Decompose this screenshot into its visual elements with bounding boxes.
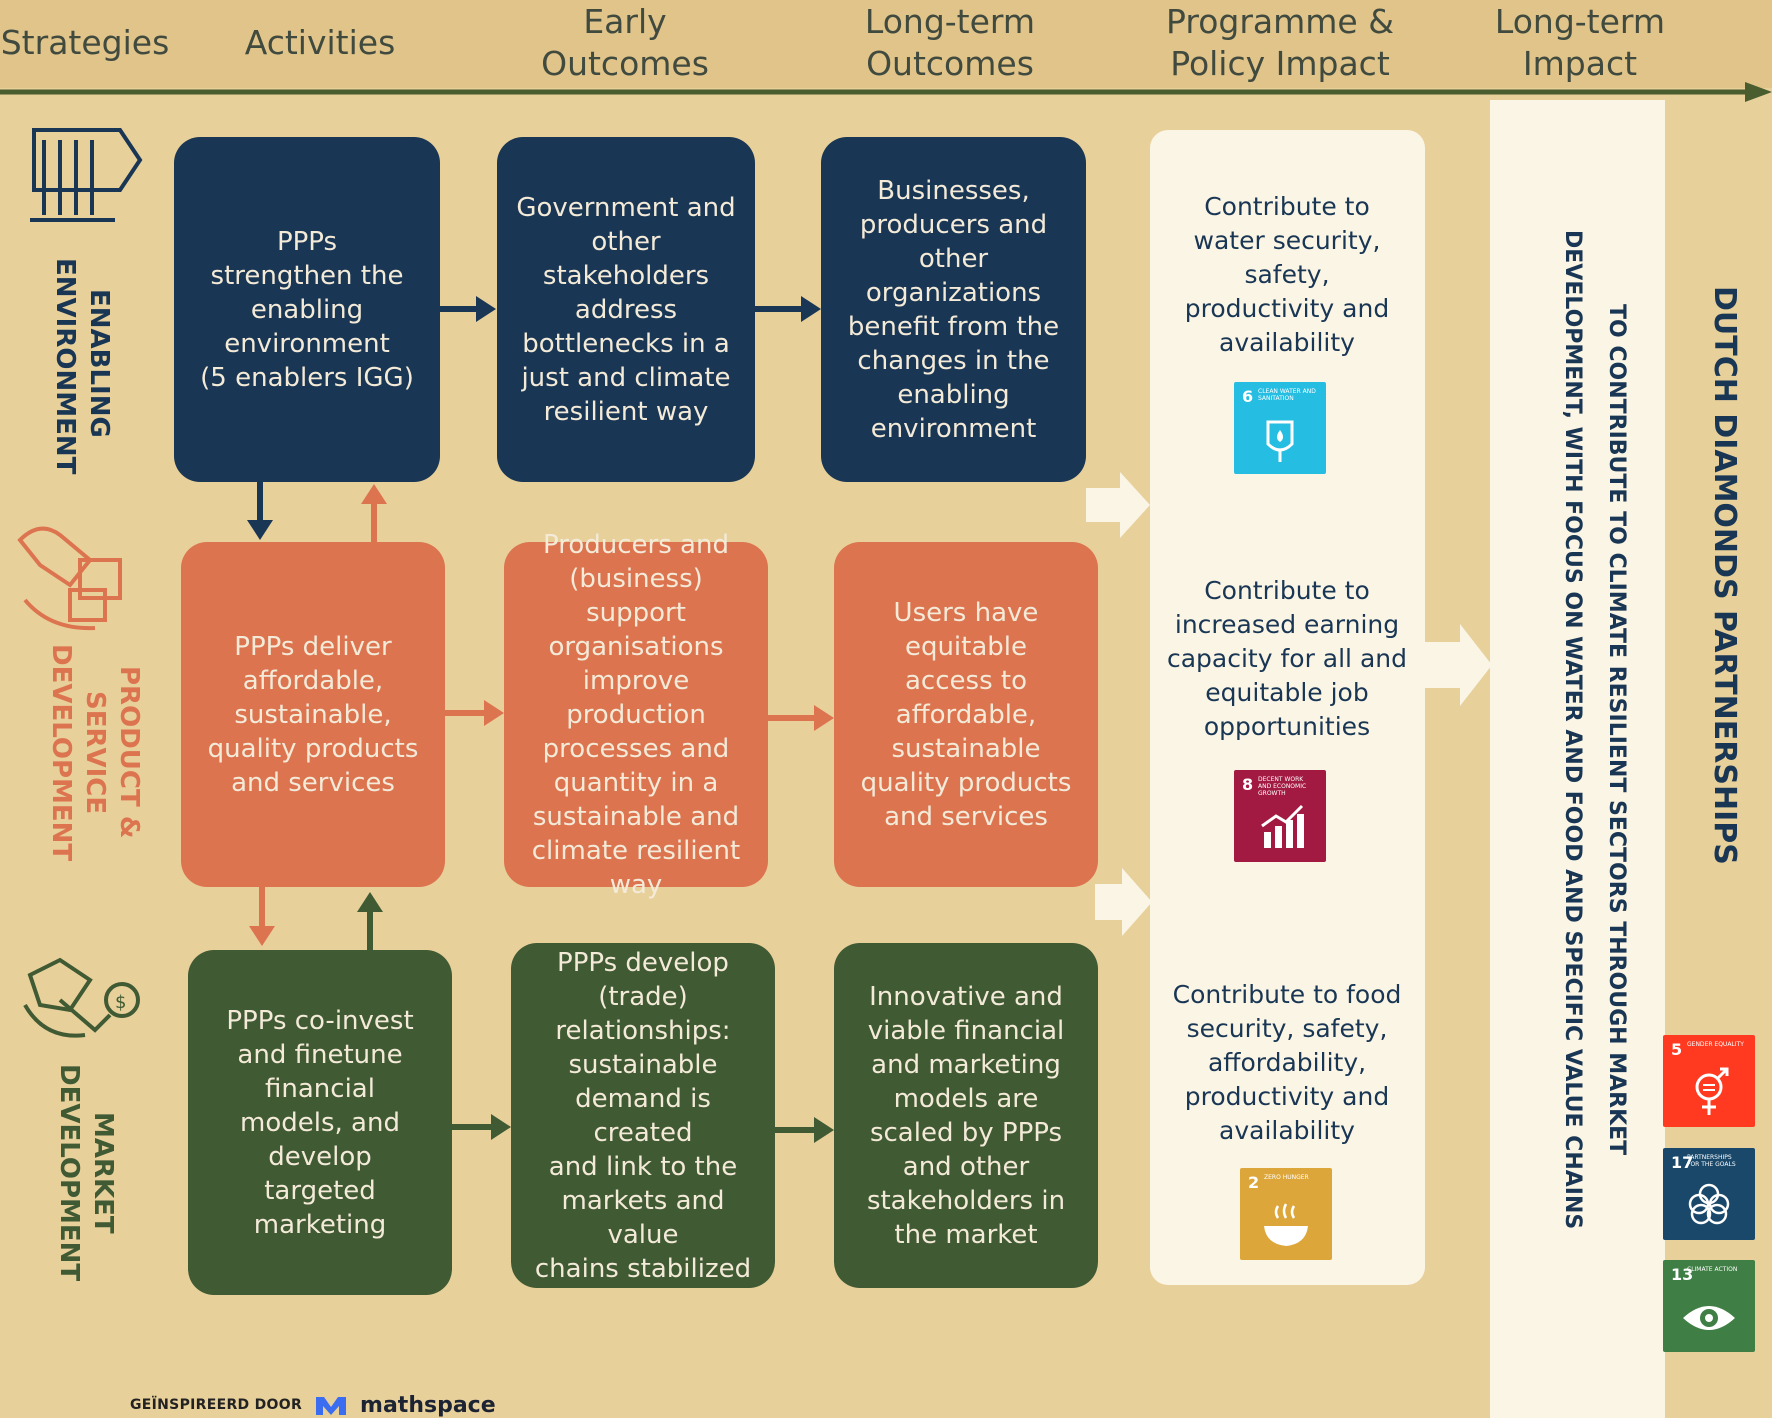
arrow-early-to-longterm-row2 xyxy=(768,705,834,731)
early-outcome-box-enabling: Government and other stakeholders addres… xyxy=(497,137,755,482)
early-outcome-box-market: PPPs develop (trade) relationships: sust… xyxy=(511,943,775,1288)
impact-water-text: Contribute to water security, safety, pr… xyxy=(1184,192,1390,357)
sdg-2-tile: 2 ZERO HUNGER xyxy=(1240,1168,1332,1260)
arrow-enabling-down-to-product xyxy=(247,482,273,540)
arrow-product-down-to-market xyxy=(249,887,275,946)
pillars-icon xyxy=(30,128,143,222)
svg-text:$: $ xyxy=(115,992,126,1013)
footer-prefix: GEÏNSPIREERD DOOR xyxy=(130,1397,303,1413)
activity-box-enabling: PPPs strengthen the enabling environment… xyxy=(174,137,440,482)
arrow-product-up-to-enabling xyxy=(361,484,387,542)
timeline-arrow xyxy=(0,82,1772,102)
sdg-5-tile: 5 GENDER EQUALITY xyxy=(1663,1035,1755,1127)
sdg-5-number: 5 xyxy=(1671,1040,1683,1059)
block-arrow-lower xyxy=(1095,868,1152,936)
longterm-outcome-box-product: Users have equitable access to affordabl… xyxy=(834,542,1098,887)
sdg-17-title: PARTNERSHIPS FOR THE GOALS xyxy=(1687,1154,1736,1168)
longterm-impact-text: TO CONTRIBUTE TO CLIMATE RESILIENT SECTO… xyxy=(1560,230,1629,1230)
sdg-17-tile: 17 PARTNERSHIPS FOR THE GOALS xyxy=(1663,1148,1755,1240)
sdg-8-title: DECENT WORK AND ECONOMIC GROWTH xyxy=(1258,776,1307,797)
block-arrow-to-longterm xyxy=(1425,624,1492,706)
sdg-13-tile: 13 CLIMATE ACTION xyxy=(1663,1260,1755,1352)
arrow-early-to-longterm-row1 xyxy=(755,296,821,322)
arrow-market-up-to-product xyxy=(357,892,383,950)
sdg-5-title: GENDER EQUALITY xyxy=(1687,1041,1744,1048)
food-bowl-icon xyxy=(1264,1203,1308,1246)
header-activities: Activities xyxy=(244,23,396,62)
arrow-activity-to-early-row2 xyxy=(445,700,504,726)
header-band xyxy=(0,0,1772,88)
longterm-impact-strip xyxy=(1490,100,1665,1418)
arrow-early-to-longterm-row3 xyxy=(775,1117,834,1143)
header-longterm-outcomes: Long-term Outcomes xyxy=(864,2,1036,83)
sdg-6-title: CLEAN WATER AND SANITATION xyxy=(1258,388,1316,402)
strategy-enabling-environment: ENABLING ENVIRONMENT xyxy=(50,258,114,475)
handshake-coin-icon: $ xyxy=(23,957,140,1038)
header-strategies: Strategies xyxy=(0,23,170,62)
sdg-2-title: ZERO HUNGER xyxy=(1264,1174,1309,1181)
footer-credit: GEÏNSPIREERD DOOR mathspace xyxy=(130,1390,496,1418)
sdg-8-tile: 8 DECENT WORK AND ECONOMIC GROWTH xyxy=(1234,770,1326,862)
mathspace-logo-icon xyxy=(316,1397,347,1415)
impact-earning-text: Contribute to increased earning capacity… xyxy=(1166,576,1407,741)
arrow-activity-to-early-row3 xyxy=(452,1114,511,1140)
longterm-outcome-box-market: Innovative and viable financial and mark… xyxy=(834,943,1098,1288)
gender-icon xyxy=(1695,1067,1729,1115)
sdg-8-number: 8 xyxy=(1242,775,1254,794)
sdg-2-number: 2 xyxy=(1248,1173,1260,1192)
header-programme-impact: Programme & Policy Impact xyxy=(1166,2,1394,83)
eye-earth-icon xyxy=(1683,1306,1735,1330)
activity-box-market: PPPs co-invest and finetune financial mo… xyxy=(188,950,452,1295)
sdg-6-tile: 6 CLEAN WATER AND SANITATION xyxy=(1234,382,1326,474)
strategy-product-service-development: PRODUCT & SERVICE DEVELOPMENT xyxy=(46,643,144,862)
programme-impact-panel xyxy=(1150,130,1425,1285)
sdg-6-number: 6 xyxy=(1242,387,1254,406)
arrow-activity-to-early-row1 xyxy=(440,296,496,322)
footer-brand: mathspace xyxy=(360,1392,496,1418)
partnership-title: DUTCH DIAMONDS PARTNERSHIPS xyxy=(1707,285,1742,865)
sdg-17-number: 17 xyxy=(1671,1153,1694,1172)
longterm-outcome-box-enabling: Businesses, producers and other organiza… xyxy=(821,137,1086,482)
growth-chart-icon xyxy=(1261,804,1304,848)
early-outcome-box-product: Producers and (business) support organis… xyxy=(504,530,768,900)
sdg-13-title: CLIMATE ACTION xyxy=(1687,1266,1738,1273)
water-drop-icon xyxy=(1266,420,1294,462)
header-longterm-impact: Long-term Impact xyxy=(1494,2,1666,83)
impact-food-text: Contribute to food security, safety, aff… xyxy=(1172,980,1402,1145)
header-early-outcomes: Early Outcomes xyxy=(541,2,709,83)
activity-box-product: PPPs deliver affordable, sustainable, qu… xyxy=(181,542,445,887)
strategy-market-development: MARKET DEVELOPMENT xyxy=(54,1063,118,1282)
hand-boxes-icon xyxy=(17,526,122,631)
sdg-13-number: 13 xyxy=(1671,1265,1694,1284)
rings-icon xyxy=(1688,1183,1730,1225)
block-arrow-upper xyxy=(1086,472,1150,538)
